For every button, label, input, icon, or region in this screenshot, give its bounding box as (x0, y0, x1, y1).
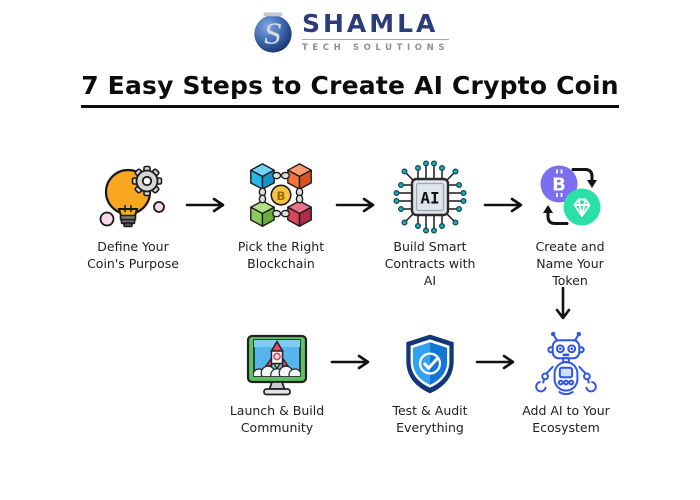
arrow-right-icon (184, 197, 230, 213)
brand-tagline: TECH SOLUTIONS (301, 39, 450, 53)
step-label: Define Your Coin's Purpose (87, 239, 179, 271)
brand-logo: S SHAMLA TECH SOLUTIONS (0, 10, 700, 54)
shield-check-icon (394, 328, 466, 400)
logo-monogram: S (264, 19, 282, 50)
arrow-right-icon (334, 197, 380, 213)
step-label: Pick the Right Blockchain (237, 239, 325, 271)
arrow-right-icon (474, 354, 520, 370)
token-swap-icon: B (530, 158, 610, 236)
step-7: Add AI to Your Ecosystem (504, 328, 628, 437)
arrow-down-icon (555, 286, 571, 324)
ai-robot-icon (528, 328, 604, 400)
page-title: 7 Easy Steps to Create AI Crypto Coin (81, 71, 619, 108)
step-label: Create and Name Your Token (535, 239, 605, 288)
step-label: Build Smart Contracts with AI (384, 239, 476, 288)
ai-chip-label: AI (420, 189, 439, 208)
ai-chip-icon: AI (390, 158, 470, 236)
step-5: Launch & Build Community (215, 328, 339, 437)
idea-bulb-gear-icon (95, 158, 171, 236)
arrow-right-icon (329, 354, 375, 370)
step-6: Test & Audit Everything (368, 328, 492, 437)
rocket-monitor-icon (237, 328, 317, 400)
blockchain-cubes-icon: B (242, 158, 320, 236)
brand-name: SHAMLA (301, 9, 439, 39)
step-2: B Pick the Right Blockchain (219, 158, 343, 273)
step-label: Launch & Build Community (229, 403, 325, 435)
step-1: Define Your Coin's Purpose (71, 158, 195, 273)
arrow-right-icon (482, 197, 528, 213)
bitcoin-letter: B (277, 189, 286, 203)
step-4: B Create and Name Your Token (508, 158, 632, 289)
token-letter: B (552, 175, 566, 196)
step-label: Test & Audit Everything (392, 403, 468, 435)
step-3: AI Build Smart Contracts with AI (368, 158, 492, 289)
shamla-logo-icon: S (254, 12, 292, 53)
logo-text: SHAMLA TECH SOLUTIONS (301, 9, 450, 53)
step-label: Add AI to Your Ecosystem (522, 403, 610, 435)
title-wrap: 7 Easy Steps to Create AI Crypto Coin (0, 71, 700, 108)
